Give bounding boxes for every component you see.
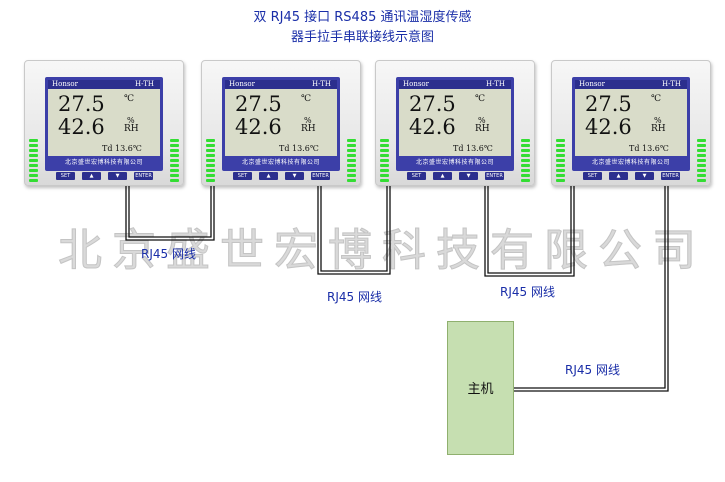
enter-button[interactable]: ENTER (485, 172, 504, 180)
button-row: SET ▲ ▼ ENTER (407, 172, 507, 181)
cable-4-host-inner (514, 184, 666, 389)
down-button[interactable]: ▼ (108, 172, 127, 180)
set-button[interactable]: SET (583, 172, 602, 180)
humidity-unit-rh: RH (124, 124, 139, 134)
lcd-screen: Honsor H-TH 27.5 ℃ 42.6 % RH Td 13.6℃ (48, 80, 160, 156)
lcd-screen: Honsor H-TH 27.5 ℃ 42.6 % RH Td 13.6℃ (225, 80, 337, 156)
company-strip: 北京盛世宏博科技有限公司 (241, 159, 320, 166)
cable-1-2 (125, 184, 215, 241)
led-bar-left (556, 139, 565, 184)
humidity-unit-percent: % (304, 116, 312, 125)
led-bar-right (347, 139, 356, 184)
led-bar-right (697, 139, 706, 184)
cable-3-4 (484, 184, 575, 277)
humidity-unit-rh: RH (651, 124, 666, 134)
led-bar-left (206, 139, 215, 184)
button-row: SET ▲ ▼ ENTER (56, 172, 156, 181)
sensor-device-3: Honsor H-TH 27.5 ℃ 42.6 % RH Td 13.6℃ 北京… (375, 60, 535, 186)
sensor-device-2: Honsor H-TH 27.5 ℃ 42.6 % RH Td 13.6℃ 北京… (201, 60, 361, 186)
temperature-unit: ℃ (301, 94, 312, 104)
dew-point-value: Td 13.6℃ (453, 144, 493, 153)
brand-label: Honsor (579, 80, 605, 88)
cable-label-2: RJ45 网线 (327, 290, 382, 304)
diagram-title-line1: 双 RJ45 接口 RS485 通讯温湿度传感 (253, 10, 472, 25)
humidity-value: 42.6 (409, 115, 456, 139)
cable-4-host (514, 184, 669, 392)
brand-label: Honsor (403, 80, 429, 88)
humidity-value: 42.6 (235, 115, 282, 139)
humidity-unit-rh: RH (475, 124, 490, 134)
down-button[interactable]: ▼ (459, 172, 478, 180)
cable-label-1: RJ45 网线 (141, 247, 196, 261)
down-button[interactable]: ▼ (285, 172, 304, 180)
diagram-title-line2: 器手拉手串联接线示意图 (290, 30, 434, 45)
set-button[interactable]: SET (233, 172, 252, 180)
enter-button[interactable]: ENTER (311, 172, 330, 180)
cable-2-3 (317, 184, 391, 275)
led-bar-left (29, 139, 38, 184)
humidity-unit-rh: RH (301, 124, 316, 134)
screen-header: Honsor H-TH (399, 80, 511, 89)
model-label: H-TH (312, 80, 331, 88)
up-button[interactable]: ▲ (433, 172, 452, 180)
dew-point-value: Td 13.6℃ (629, 144, 669, 153)
humidity-unit-percent: % (654, 116, 662, 125)
company-strip: 北京盛世宏博科技有限公司 (64, 159, 143, 166)
sensor-device-4: Honsor H-TH 27.5 ℃ 42.6 % RH Td 13.6℃ 北京… (551, 60, 711, 186)
company-strip: 北京盛世宏博科技有限公司 (415, 159, 494, 166)
led-bar-left (380, 139, 389, 184)
led-bar-right (521, 139, 530, 184)
set-button[interactable]: SET (56, 172, 75, 180)
cable-3-4-inner (487, 184, 572, 274)
cable-1-2-inner (128, 184, 212, 238)
set-button[interactable]: SET (407, 172, 426, 180)
humidity-value: 42.6 (585, 115, 632, 139)
dew-point-value: Td 13.6℃ (102, 144, 142, 153)
company-strip: 北京盛世宏博科技有限公司 (591, 159, 670, 166)
enter-button[interactable]: ENTER (134, 172, 153, 180)
model-label: H-TH (135, 80, 154, 88)
display-frame: Honsor H-TH 27.5 ℃ 42.6 % RH Td 13.6℃ 北京… (45, 77, 163, 171)
dew-point-value: Td 13.6℃ (279, 144, 319, 153)
screen-header: Honsor H-TH (48, 80, 160, 89)
cable-2-3-inner (320, 184, 388, 272)
company-watermark: 北京盛世宏博科技有限公司 (58, 225, 706, 277)
screen-header: Honsor H-TH (575, 80, 687, 89)
led-bar-right (170, 139, 179, 184)
down-button[interactable]: ▼ (635, 172, 654, 180)
sensor-device-1: Honsor H-TH 27.5 ℃ 42.6 % RH Td 13.6℃ 北京… (24, 60, 184, 186)
temperature-value: 27.5 (235, 92, 282, 116)
lcd-screen: Honsor H-TH 27.5 ℃ 42.6 % RH Td 13.6℃ (399, 80, 511, 156)
humidity-value: 42.6 (58, 115, 105, 139)
temperature-unit: ℃ (475, 94, 486, 104)
display-frame: Honsor H-TH 27.5 ℃ 42.6 % RH Td 13.6℃ 北京… (396, 77, 514, 171)
screen-header: Honsor H-TH (225, 80, 337, 89)
temperature-value: 27.5 (58, 92, 105, 116)
temperature-value: 27.5 (585, 92, 632, 116)
host-box: 主机 (447, 321, 514, 455)
cable-label-4: RJ45 网线 (565, 363, 620, 377)
display-frame: Honsor H-TH 27.5 ℃ 42.6 % RH Td 13.6℃ 北京… (572, 77, 690, 171)
model-label: H-TH (662, 80, 681, 88)
cable-label-3: RJ45 网线 (500, 285, 555, 299)
humidity-unit-percent: % (478, 116, 486, 125)
brand-label: Honsor (52, 80, 78, 88)
host-label: 主机 (467, 382, 494, 397)
temperature-value: 27.5 (409, 92, 456, 116)
humidity-unit-percent: % (127, 116, 135, 125)
button-row: SET ▲ ▼ ENTER (233, 172, 333, 181)
button-row: SET ▲ ▼ ENTER (583, 172, 683, 181)
display-frame: Honsor H-TH 27.5 ℃ 42.6 % RH Td 13.6℃ 北京… (222, 77, 340, 171)
temperature-unit: ℃ (651, 94, 662, 104)
brand-label: Honsor (229, 80, 255, 88)
up-button[interactable]: ▲ (609, 172, 628, 180)
model-label: H-TH (486, 80, 505, 88)
lcd-screen: Honsor H-TH 27.5 ℃ 42.6 % RH Td 13.6℃ (575, 80, 687, 156)
up-button[interactable]: ▲ (82, 172, 101, 180)
temperature-unit: ℃ (124, 94, 135, 104)
enter-button[interactable]: ENTER (661, 172, 680, 180)
up-button[interactable]: ▲ (259, 172, 278, 180)
